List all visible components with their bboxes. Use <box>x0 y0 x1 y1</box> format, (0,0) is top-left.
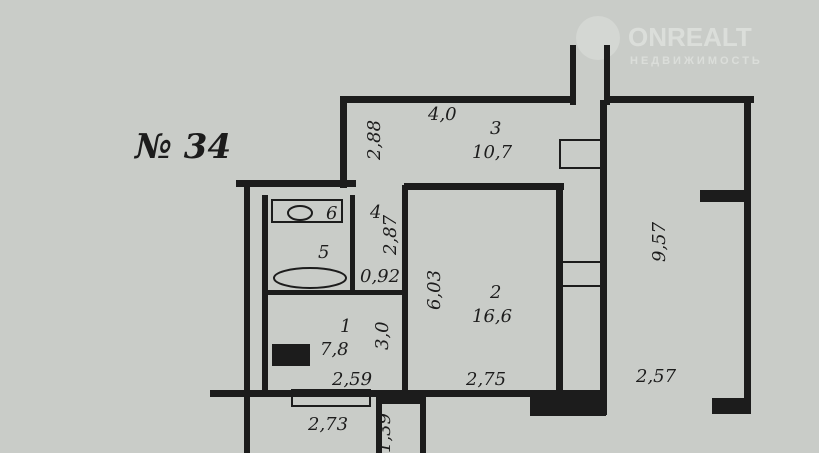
dim-room3-width: 4,0 <box>427 104 457 125</box>
dim-room2-width: 2,75 <box>465 369 506 390</box>
room2-id: 2 <box>489 282 501 303</box>
room1-id: 1 <box>340 316 351 337</box>
dim-big-room-width: 2,57 <box>635 366 677 387</box>
dim-room3-depth: 2,88 <box>364 120 385 161</box>
dim-kitchen-width: 2,59 <box>331 369 372 390</box>
svg-text:НЕДВИЖИМОСТЬ: НЕДВИЖИМОСТЬ <box>630 55 763 67</box>
svg-text:ONREALT: ONREALT <box>628 22 752 52</box>
walls <box>210 45 754 453</box>
watermark: ONREALT НЕДВИЖИМОСТЬ <box>576 16 763 67</box>
room1-area: 7,8 <box>320 339 349 360</box>
stove-icon <box>272 344 310 366</box>
room2-area: 16,6 <box>472 306 512 327</box>
dim-kitchen-depth: 3,0 <box>372 321 393 350</box>
apartment-number: № 34 <box>133 127 231 167</box>
fixtures <box>271 139 605 407</box>
room5-id: 5 <box>318 242 329 263</box>
dim-hall-small: 0,92 <box>360 266 400 287</box>
room3-id: 3 <box>490 118 501 139</box>
dim-big-room-depth: 9,57 <box>649 221 670 262</box>
dim-room2-depth: 6,03 <box>424 270 445 310</box>
dim-bath-depth: 2,87 <box>380 214 401 256</box>
dim-stair-width: 2,73 <box>307 414 348 435</box>
dim-stair-depth: 1,39 <box>374 413 395 453</box>
room4-id: 4 <box>369 202 381 223</box>
room6-id: 6 <box>326 203 337 224</box>
room3-area: 10,7 <box>472 142 513 163</box>
